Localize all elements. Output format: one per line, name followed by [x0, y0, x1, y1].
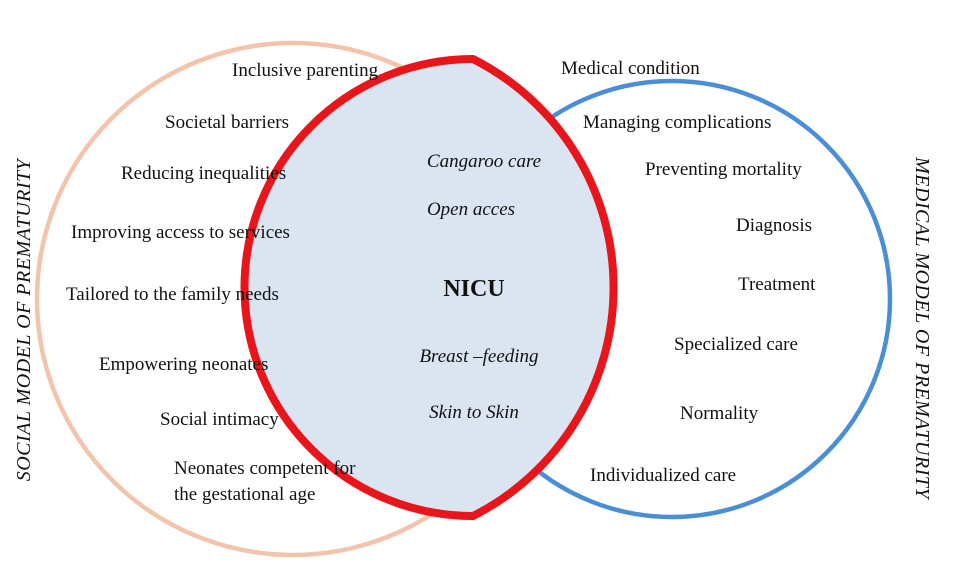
medical-item: Specialized care	[674, 334, 798, 355]
social-item: Improving access to services	[71, 222, 290, 243]
medical-item: Treatment	[738, 274, 816, 295]
social-item: Societal barriers	[165, 112, 289, 133]
medical-item: Medical condition	[561, 58, 700, 79]
social-item: Inclusive parenting	[232, 60, 379, 81]
medical-model-label: MEDICAL MODEL OF PREMATURITY	[911, 156, 933, 500]
medical-item: Preventing mortality	[645, 159, 802, 180]
medical-item: Managing complications	[583, 112, 771, 133]
center-item: Skin to Skin	[429, 402, 519, 423]
social-item: Neonates competent for	[174, 458, 356, 479]
social-model-label: SOCIAL MODEL OF PREMATURITY	[13, 157, 35, 481]
social-item: the gestational age	[174, 484, 315, 505]
center-item: Cangaroo care	[427, 151, 541, 172]
nicu-title: NICU	[443, 276, 504, 302]
center-item: Breast –feeding	[419, 346, 538, 367]
social-item: Tailored to the family needs	[66, 284, 279, 305]
medical-item: Individualized care	[590, 465, 736, 486]
center-item: Open acces	[427, 199, 515, 220]
nicu-intersection	[240, 55, 618, 520]
social-item: Empowering neonates	[99, 354, 268, 375]
medical-item: Diagnosis	[736, 215, 812, 236]
medical-item: Normality	[680, 403, 759, 424]
social-item: Reducing inequalities	[121, 163, 286, 184]
social-item: Social intimacy	[160, 409, 279, 430]
